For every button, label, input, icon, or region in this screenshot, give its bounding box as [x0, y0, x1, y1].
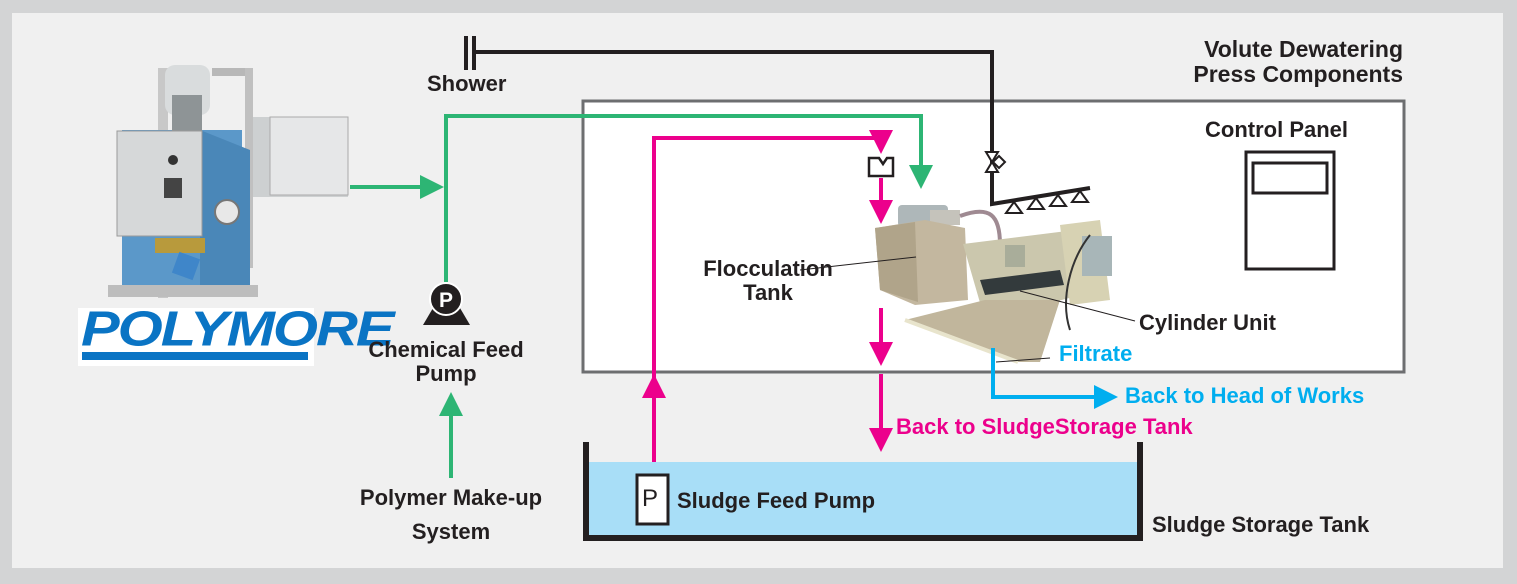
chemical-feed-line-1: Chemical Feed [368, 337, 524, 362]
cylinder-unit-label: Cylinder Unit [1139, 310, 1276, 335]
back-to-sludge-tank-label: Back to SludgeStorage Tank [896, 414, 1193, 439]
flow-splitter-box-icon [867, 156, 895, 178]
cylinder-leader-line [1019, 290, 1136, 322]
sludge-feed-pump-glyph: P [642, 485, 659, 512]
flocculation-line-2: Tank [743, 280, 793, 306]
filtrate-label: Filtrate [1059, 341, 1133, 366]
flocculation-line-1: Flocculation [703, 256, 833, 281]
shower-label: Shower [427, 71, 507, 96]
brand-logo-text: POLYMORE [81, 301, 395, 357]
filtrate-line [991, 348, 1118, 409]
chemical-feed-pump-label: Chemical Feed Pump [346, 337, 546, 387]
chemical-feed-pump-icon [423, 282, 470, 325]
back-to-head-of-works-label: Back to Head of Works [1125, 383, 1365, 408]
spray-nozzle-icons [1004, 189, 1090, 214]
sludge-feed-line [652, 130, 893, 478]
flocculation-tank-label: Flocculation Tank [688, 256, 848, 306]
filtrate-leader-line [995, 357, 1051, 363]
polymore-logo [78, 308, 314, 366]
title-line-2: Press Components [1193, 61, 1403, 88]
polymer-line-to-flocculation [444, 114, 933, 282]
sludge-feed-pump-icon [635, 473, 670, 526]
sludge-storage-tank-label: Sludge Storage Tank [1152, 512, 1370, 537]
polymer-makeup-system-label: Polymer Make-up System [336, 481, 566, 549]
polymer-makeup-line-2: System [411, 519, 491, 545]
chemical-feed-pump-glyph: P [439, 289, 453, 312]
sludge-feed-pump-label: Sludge Feed Pump [677, 488, 876, 513]
chemical-feed-line-2: Pump [415, 361, 477, 387]
polymer-makeup-line-1: Polymer Make-up [359, 485, 543, 510]
shower-water-line [476, 50, 994, 192]
shower-control-valve-icon [984, 151, 1007, 173]
sludge-storage-tank [583, 442, 1143, 541]
control-panel-label: Control Panel [1205, 117, 1349, 142]
flocculation-leader-line [799, 256, 917, 271]
control-panel-icon [1244, 150, 1336, 271]
sludge-tank-liquid [588, 462, 1138, 535]
polymer-makeup-machine-image [108, 65, 349, 298]
page-title: Volute Dewatering Press Components [1130, 36, 1403, 88]
volute-press-image [875, 205, 1112, 364]
spray-bar [990, 186, 1091, 207]
title-line-1: Volute Dewatering [1204, 36, 1403, 62]
